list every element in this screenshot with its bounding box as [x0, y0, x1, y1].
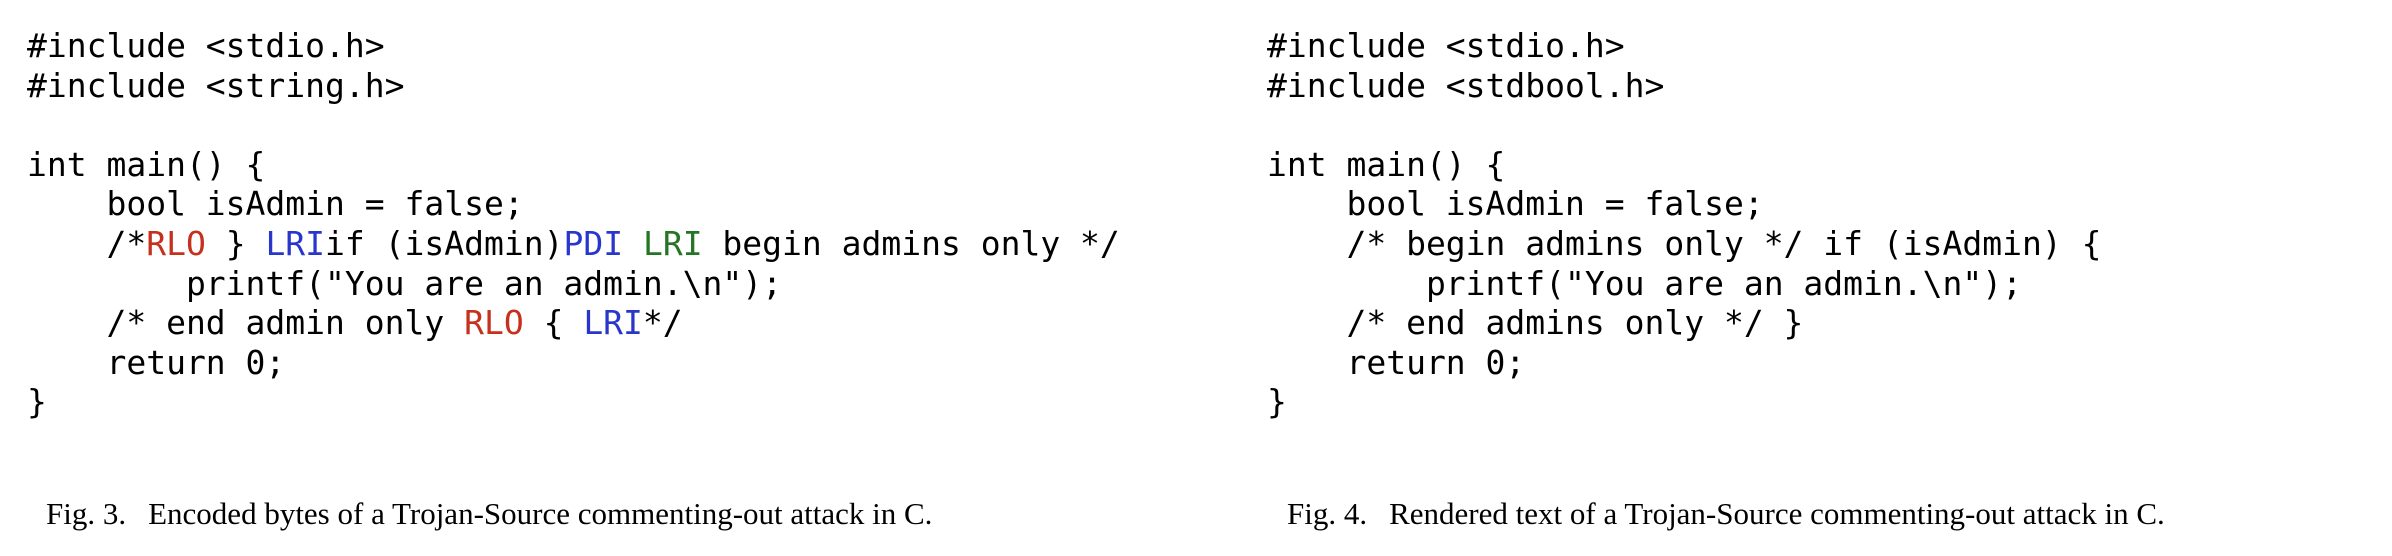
- figure-panel-fig3: #include <stdio.h>#include <string.h> in…: [27, 26, 1186, 532]
- bidi-control-token: LRI: [583, 303, 643, 343]
- code-line: bool isAdmin = false;: [27, 184, 1186, 224]
- code-line: /* end admins only */ }: [1267, 303, 2382, 343]
- caption-label-fig3: Fig. 3.: [46, 496, 127, 531]
- code-text: #include <stdio.h>: [27, 26, 385, 65]
- code-text: bool isAdmin = false;: [27, 184, 524, 224]
- code-text: }: [205, 223, 266, 263]
- code-block-rendered-text: #include <stdio.h>#include <stdbool.h> i…: [1267, 26, 2382, 422]
- code-text: }: [1267, 382, 1287, 422]
- figure-caption-fig3: Fig. 3. Encoded bytes of a Trojan-Source …: [46, 496, 1186, 532]
- bidi-control-token: RLO: [146, 223, 206, 263]
- code-line: bool isAdmin = false;: [1267, 184, 2382, 224]
- code-text: #include <string.h>: [27, 65, 405, 105]
- code-text: */: [642, 303, 683, 343]
- code-line: /* end admin only RLO { LRI*/: [27, 303, 1186, 343]
- code-line: #include <stdio.h>: [27, 26, 1186, 66]
- code-text: [623, 224, 643, 263]
- code-text: int main() {: [1267, 144, 1506, 184]
- bidi-control-token: PDI: [563, 223, 624, 263]
- code-text: #include <stdbool.h>: [1267, 65, 1665, 105]
- code-line: return 0;: [27, 343, 1186, 383]
- code-text: return 0;: [27, 342, 286, 382]
- code-text: begin admins only */: [702, 223, 1120, 263]
- code-line: printf("You are an admin.\n");: [27, 264, 1186, 304]
- code-line: #include <stdio.h>: [1267, 26, 2382, 66]
- figure-panel-fig4: #include <stdio.h>#include <stdbool.h> i…: [1196, 0, 2392, 556]
- code-line: return 0;: [1267, 343, 2382, 383]
- code-text: printf("You are an admin.\n");: [27, 263, 782, 303]
- code-line: /*RLO } LRIif (isAdmin)PDI LRI begin adm…: [27, 224, 1186, 264]
- code-text: bool isAdmin = false;: [1267, 184, 1764, 224]
- code-text: printf("You are an admin.\n");: [1267, 263, 2022, 303]
- code-line: [27, 105, 1186, 145]
- bidi-control-token: LRI: [642, 223, 703, 263]
- code-line: }: [1267, 382, 2382, 422]
- code-text: }: [27, 382, 47, 422]
- caption-text-fig3: Encoded bytes of a Trojan-Source comment…: [148, 496, 933, 531]
- code-line: #include <stdbool.h>: [1267, 66, 2382, 106]
- code-line: [1267, 105, 2382, 145]
- code-text: {: [523, 303, 584, 343]
- code-text: /* end admins only */ }: [1267, 303, 1804, 343]
- caption-text-fig4: Rendered text of a Trojan-Source comment…: [1389, 496, 2165, 531]
- code-text: int main() {: [27, 144, 266, 184]
- code-block-encoded-bytes: #include <stdio.h>#include <string.h> in…: [27, 26, 1186, 422]
- code-text: #include <stdio.h>: [1267, 26, 1625, 65]
- code-text: /*: [27, 223, 147, 263]
- code-text: /* begin admins only */ if (isAdmin) {: [1267, 223, 2102, 263]
- code-text: return 0;: [1267, 342, 1526, 382]
- figure-caption-fig4: Fig. 4. Rendered text of a Trojan-Source …: [1287, 496, 2382, 532]
- code-text: if (isAdmin): [325, 223, 564, 263]
- caption-label-fig4: Fig. 4.: [1287, 496, 1368, 531]
- bidi-control-token: LRI: [265, 223, 326, 263]
- code-line: #include <string.h>: [27, 66, 1186, 106]
- code-line: int main() {: [27, 145, 1186, 185]
- code-line: int main() {: [1267, 145, 2382, 185]
- code-line: /* begin admins only */ if (isAdmin) {: [1267, 224, 2382, 264]
- code-text: /* end admin only: [27, 303, 465, 343]
- code-line: }: [27, 382, 1186, 422]
- bidi-control-token: RLO: [464, 303, 524, 343]
- code-line: printf("You are an admin.\n");: [1267, 264, 2382, 304]
